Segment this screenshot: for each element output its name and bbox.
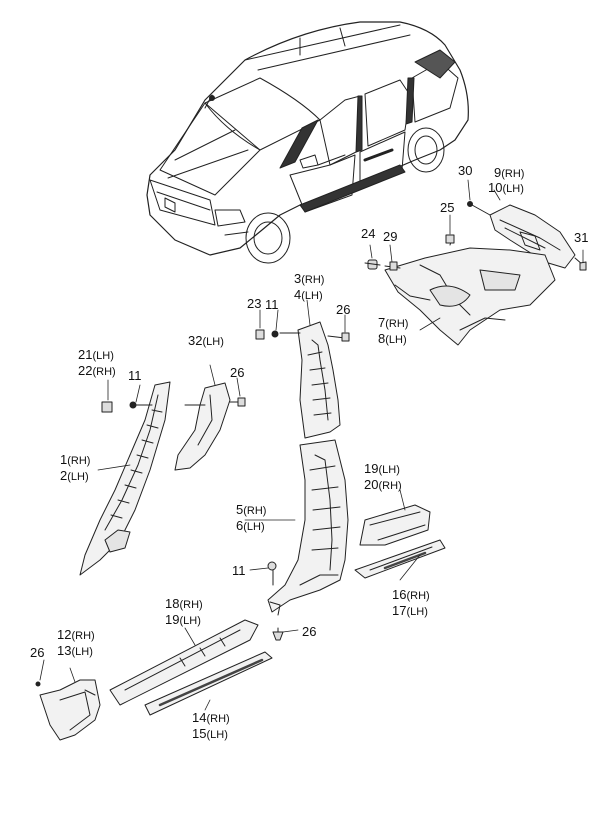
callout-21: 20(RH) <box>364 477 402 492</box>
callout-17: 17(LH) <box>392 603 428 618</box>
callout-10: 10(LH) <box>488 180 524 195</box>
callout-3: 3(RH) <box>294 271 325 286</box>
callout-11-lower: 11 <box>232 563 246 578</box>
callout-26-lower: 26 <box>302 624 317 639</box>
callout-5: 5(RH) <box>236 502 267 517</box>
fastener-25-28 <box>364 259 401 271</box>
callout-11-front: 11 <box>128 368 142 383</box>
front-pillar-garnish <box>174 382 246 471</box>
callout-30: 31 <box>574 230 589 245</box>
callout-26-rear: 25 <box>440 200 455 215</box>
rear-quarter-upper-trim <box>467 201 587 271</box>
callout-24: 23 <box>247 296 262 311</box>
callout-20: 19(LH) <box>364 461 400 476</box>
callout-4: 4(LH) <box>294 287 323 302</box>
callout-13: 13(LH) <box>57 643 93 658</box>
center-pillar-lower-trim <box>267 439 349 641</box>
callout-11-pillar: 11 <box>265 297 279 312</box>
callout-7: 7(RH) <box>378 315 409 330</box>
callout-22: 21(LH) <box>78 347 114 362</box>
callout-16: 16(RH) <box>392 587 430 602</box>
callout-19: 19(LH) <box>165 612 201 627</box>
leader-lines <box>39 179 584 711</box>
cowl-side-trim <box>35 679 101 741</box>
callout-12: 12(RH) <box>57 627 95 642</box>
vehicle-illustration <box>146 21 469 264</box>
front-door-scuff-plate <box>109 619 273 716</box>
callout-27: 26 <box>30 645 45 660</box>
front-pillar-trim <box>79 381 171 576</box>
callout-26-front: 26 <box>230 365 245 380</box>
callout-23: 22(RH) <box>78 363 116 378</box>
callout-2: 2(LH) <box>60 468 89 483</box>
callout-25: 24 <box>361 226 376 241</box>
callout-31: 32(LH) <box>188 333 224 348</box>
rear-door-scuff-plate <box>354 504 446 579</box>
callout-6: 6(LH) <box>236 518 265 533</box>
callout-26-pillar: 26 <box>336 302 351 317</box>
callout-28: 29 <box>383 229 398 244</box>
center-pillar-upper-trim <box>255 321 350 439</box>
callout-9: 9(RH) <box>494 165 525 180</box>
callout-18: 18(RH) <box>165 596 203 611</box>
callout-15: 15(LH) <box>192 726 228 741</box>
callout-29: 30 <box>458 163 473 178</box>
callout-14: 14(RH) <box>192 710 230 725</box>
callout-8: 8(LH) <box>378 331 407 346</box>
rear-quarter-trim <box>384 234 556 346</box>
callout-1: 1(RH) <box>60 452 91 467</box>
